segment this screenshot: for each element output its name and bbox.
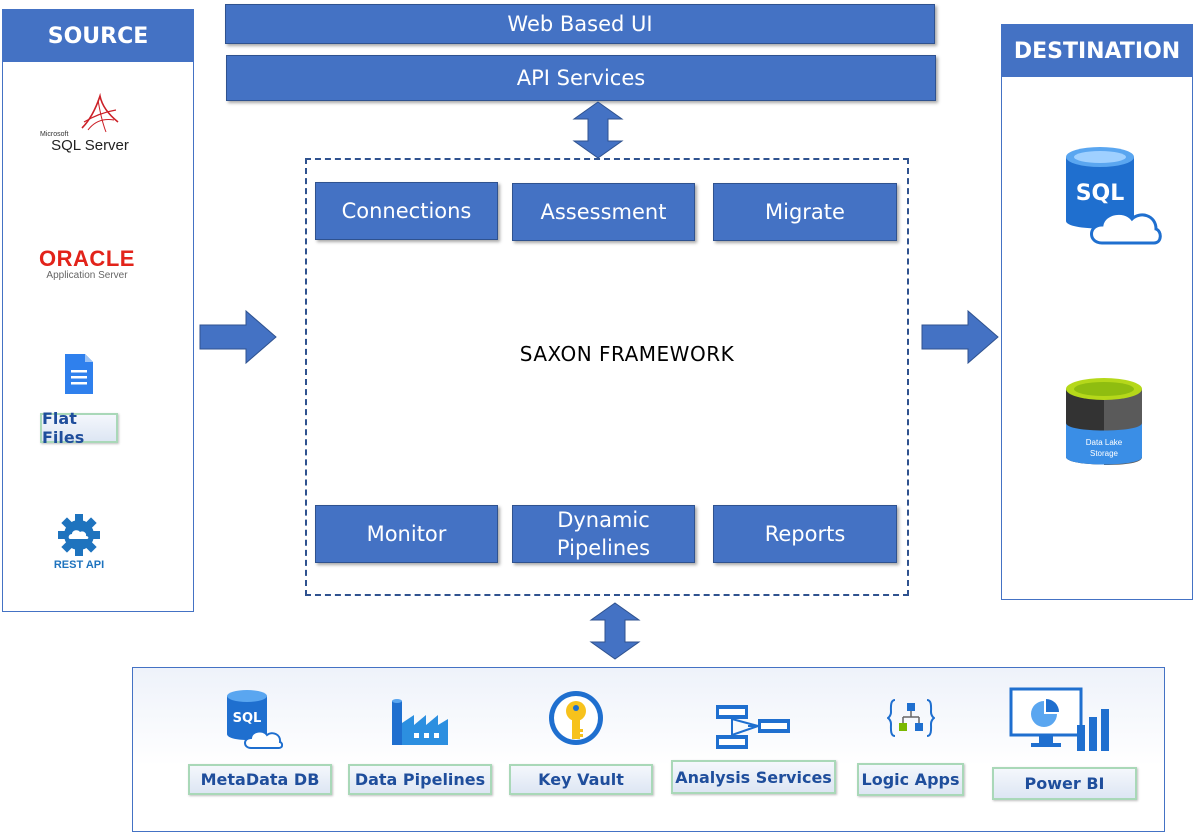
rest-api-gear-icon (58, 514, 100, 556)
module-reports: Reports (713, 505, 897, 563)
metadata-db-icon: SQL (227, 690, 283, 749)
sql-server-label: SQL Server (51, 137, 129, 154)
module-monitor: Monitor (315, 505, 498, 563)
data-lake-line2: Storage (1090, 449, 1119, 458)
service-power-bi: Power BI (992, 767, 1137, 800)
destination-panel: DESTINATION (1001, 24, 1193, 600)
logic-apps-icon (887, 699, 935, 737)
service-key-vault: Key Vault (509, 764, 653, 795)
destination-title: DESTINATION (1002, 25, 1192, 77)
key-vault-icon (549, 691, 603, 745)
azure-sql-database-icon: SQL (1066, 147, 1162, 245)
rest-api-label: REST API (53, 559, 105, 571)
web-based-ui-bar: Web Based UI (225, 4, 935, 44)
module-migrate: Migrate (713, 183, 897, 241)
service-logic-apps: Logic Apps (857, 763, 964, 796)
oracle-sub-label: Application Server (46, 270, 128, 281)
module-connections: Connections (315, 182, 498, 240)
oracle-logo: ORACLE (39, 246, 135, 271)
sql-server-icon (81, 92, 119, 133)
document-icon (65, 354, 93, 394)
source-to-framework-arrow (199, 309, 277, 365)
flat-files-label: Flat Files (40, 409, 118, 447)
framework-to-destination-arrow (921, 309, 999, 365)
data-lake-line1: Data Lake (1086, 438, 1123, 447)
services-double-arrow (589, 602, 641, 660)
framework-title: SAXON FRAMEWORK (519, 342, 735, 366)
sql-server-small-label: Microsoft (40, 131, 69, 138)
analysis-services-icon (716, 705, 790, 749)
service-analysis-services: Analysis Services (671, 760, 836, 794)
data-factory-icon (392, 699, 448, 745)
dest-sql-text: SQL (1076, 181, 1125, 206)
api-double-arrow (572, 101, 624, 159)
module-dynamic-pipelines: Dynamic Pipelines (512, 505, 695, 563)
source-panel: SOURCE (2, 9, 194, 612)
service-data-pipelines: Data Pipelines (348, 764, 492, 795)
source-title: SOURCE (3, 10, 193, 62)
azure-services-panel (132, 667, 1165, 832)
power-bi-icon (1009, 687, 1109, 751)
data-lake-storage-icon: Data Lake Storage (1066, 378, 1142, 465)
module-assessment: Assessment (512, 183, 695, 241)
service-metadata-db: MetaData DB (188, 764, 332, 795)
api-services-bar: API Services (226, 55, 936, 101)
metadata-sql-text: SQL (233, 711, 262, 726)
